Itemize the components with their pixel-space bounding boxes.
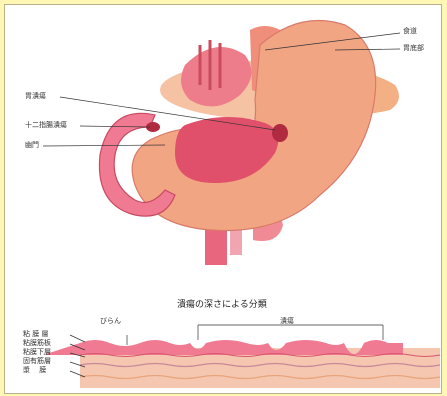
layer-label-mucosa: 粘 膜 層 <box>23 330 48 339</box>
layer-label-submucosa: 粘膜下層 <box>23 348 51 357</box>
label-ulcer: 潰瘍 <box>280 317 294 326</box>
layer-label-serosa: 漿 膜 <box>23 366 46 375</box>
layer-cross-section <box>43 340 440 388</box>
label-esophagus: 食道 <box>403 27 417 36</box>
label-fundus: 胃底部 <box>403 44 424 53</box>
label-gastric-ulcer: 胃潰瘍 <box>25 92 46 101</box>
label-pylorus: 幽門 <box>25 141 39 150</box>
label-duodenal-ulcer: 十二指腸潰瘍 <box>25 121 67 130</box>
layer-label-muscularis-propria: 固有筋層 <box>23 357 51 366</box>
section-title: 潰瘍の深さによる分類 <box>177 297 267 310</box>
figure-frame: 食道 胃底部 胃潰瘍 十二指腸潰瘍 幽門 潰瘍の深さによる分類 びらん 潰瘍 粘… <box>4 4 442 394</box>
layer-label-muscularis-mucosae: 粘膜筋板 <box>23 339 51 348</box>
stomach-illustration <box>5 5 441 393</box>
label-erosion: びらん <box>100 317 121 326</box>
gastric-ulcer-mark <box>272 124 288 142</box>
